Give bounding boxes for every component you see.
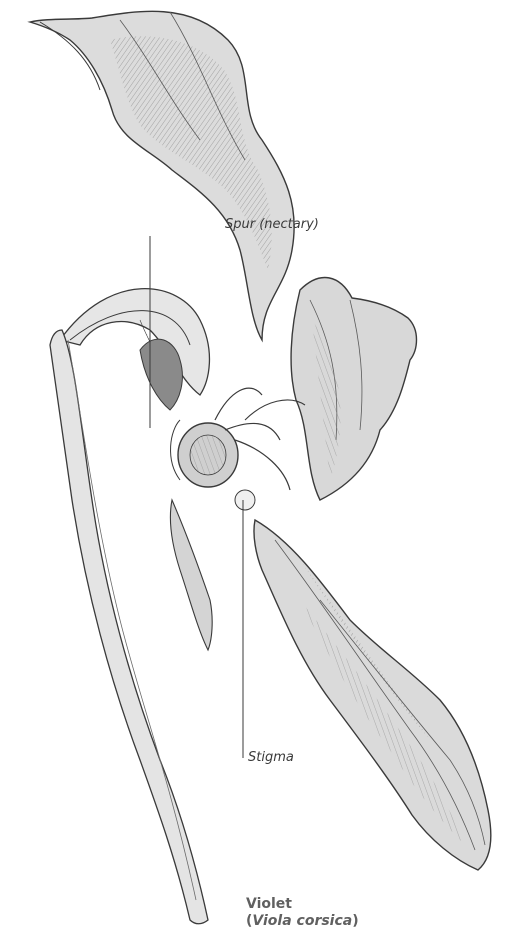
latin-name: Viola corsica — [252, 913, 352, 929]
spur-label: Spur (nectary) — [225, 217, 319, 232]
sepal — [170, 500, 212, 650]
right-petal — [291, 278, 416, 500]
latin-name-line: (Viola corsica) — [246, 913, 359, 930]
common-name: Violet — [246, 896, 359, 913]
inner-structure — [140, 339, 182, 410]
flower-stalk — [50, 330, 208, 924]
stigma-label: Stigma — [248, 750, 294, 765]
close-paren: ) — [352, 913, 358, 929]
spur — [60, 289, 209, 395]
caption: Violet (Viola corsica) — [246, 896, 359, 930]
